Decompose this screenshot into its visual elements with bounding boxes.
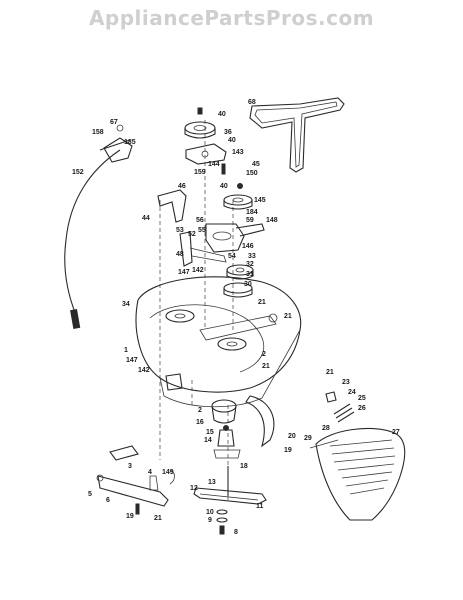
label-10: 10 — [206, 509, 214, 516]
mower-blade[interactable] — [193, 487, 267, 505]
label-67: 67 — [110, 119, 118, 126]
label-1: 1 — [124, 347, 128, 354]
link-hardware-4[interactable] — [149, 469, 175, 491]
label-3: 3 — [128, 463, 132, 470]
label-36: 36 — [224, 129, 232, 136]
label-21e: 21 — [154, 515, 162, 522]
label-4: 4 — [148, 469, 152, 476]
label-148: 148 — [266, 217, 278, 224]
label-68: 68 — [248, 99, 256, 106]
label-16: 16 — [196, 419, 204, 426]
label-19a: 19 — [284, 447, 292, 454]
wheel-bracket-142[interactable] — [165, 373, 183, 391]
label-15: 15 — [206, 429, 214, 436]
spindle-pulley-31[interactable] — [226, 264, 254, 280]
hanger-bracket-46[interactable] — [157, 189, 187, 223]
label-21b: 21 — [284, 313, 292, 320]
label-8: 8 — [234, 529, 238, 536]
pulley-145[interactable] — [223, 183, 253, 210]
chute-spring-26[interactable] — [325, 391, 355, 423]
label-150: 150 — [246, 170, 258, 177]
label-147a: 147 — [178, 269, 190, 276]
label-18: 18 — [240, 463, 248, 470]
cable-bracket-158[interactable] — [103, 124, 133, 163]
label-54: 54 — [228, 253, 236, 260]
label-59: 59 — [246, 217, 254, 224]
label-185: 185 — [124, 139, 136, 146]
label-52: 52 — [188, 231, 196, 238]
label-14: 14 — [204, 437, 212, 444]
label-159: 159 — [194, 169, 206, 176]
label-24: 24 — [348, 389, 356, 396]
discharge-chute[interactable] — [309, 427, 406, 521]
label-40c: 40 — [220, 183, 228, 190]
label-2b: 2 — [198, 407, 202, 414]
label-12: 12 — [190, 485, 198, 492]
label-23: 23 — [342, 379, 350, 386]
label-146: 146 — [242, 243, 254, 250]
blade-hardware[interactable] — [216, 509, 228, 535]
spindle-assembly-14[interactable] — [213, 425, 241, 459]
label-149: 149 — [162, 469, 174, 476]
label-31: 31 — [246, 271, 254, 278]
label-45: 45 — [252, 161, 260, 168]
label-6: 6 — [106, 497, 110, 504]
part-number-labels: 40 68 67 36 158 185 40 143 144 45 152 15… — [72, 99, 400, 536]
label-21d: 21 — [326, 369, 334, 376]
label-25: 25 — [358, 395, 366, 402]
label-53: 53 — [176, 227, 184, 234]
label-48: 48 — [176, 251, 184, 258]
label-184: 184 — [246, 209, 258, 216]
label-27: 27 — [392, 429, 400, 436]
label-145: 145 — [254, 197, 266, 204]
label-44: 44 — [142, 215, 150, 222]
label-40b: 40 — [228, 137, 236, 144]
label-56: 56 — [196, 217, 204, 224]
spindle-housing[interactable] — [211, 399, 237, 424]
label-152: 152 — [72, 169, 84, 176]
label-40a: 40 — [218, 111, 226, 118]
idler-bracket[interactable] — [185, 143, 227, 175]
label-13: 13 — [208, 479, 216, 486]
label-34: 34 — [122, 301, 130, 308]
label-147b: 147 — [126, 357, 138, 364]
label-142a: 142 — [192, 267, 204, 274]
label-2a: 2 — [262, 351, 266, 358]
label-158: 158 — [92, 129, 104, 136]
label-20: 20 — [288, 433, 296, 440]
label-9: 9 — [208, 517, 212, 524]
mower-deck-housing[interactable] — [135, 276, 302, 408]
label-46: 46 — [178, 183, 186, 190]
label-28: 28 — [322, 425, 330, 432]
label-26: 26 — [358, 405, 366, 412]
label-55: 55 — [198, 227, 206, 234]
idler-pulley-upper[interactable] — [184, 107, 216, 139]
label-19b: 19 — [126, 513, 134, 520]
spindle-pulley-30[interactable] — [223, 282, 253, 298]
idler-arm-assembly[interactable] — [205, 223, 265, 253]
label-29: 29 — [304, 435, 312, 442]
label-21a: 21 — [258, 299, 266, 306]
drive-belt[interactable] — [249, 97, 345, 173]
label-21c: 21 — [262, 363, 270, 370]
label-144: 144 — [208, 161, 220, 168]
label-143: 143 — [232, 149, 244, 156]
label-33: 33 — [248, 253, 256, 260]
label-142b: 142 — [138, 367, 150, 374]
watermark-text: AppliancePartsPros.com — [88, 6, 375, 30]
label-30: 30 — [244, 281, 252, 288]
alignment-lines — [159, 120, 234, 500]
label-11: 11 — [256, 503, 264, 510]
label-32: 32 — [246, 261, 254, 268]
blade-guide-20[interactable] — [245, 395, 275, 448]
bracket-53[interactable] — [179, 231, 227, 267]
label-5: 5 — [88, 491, 92, 498]
